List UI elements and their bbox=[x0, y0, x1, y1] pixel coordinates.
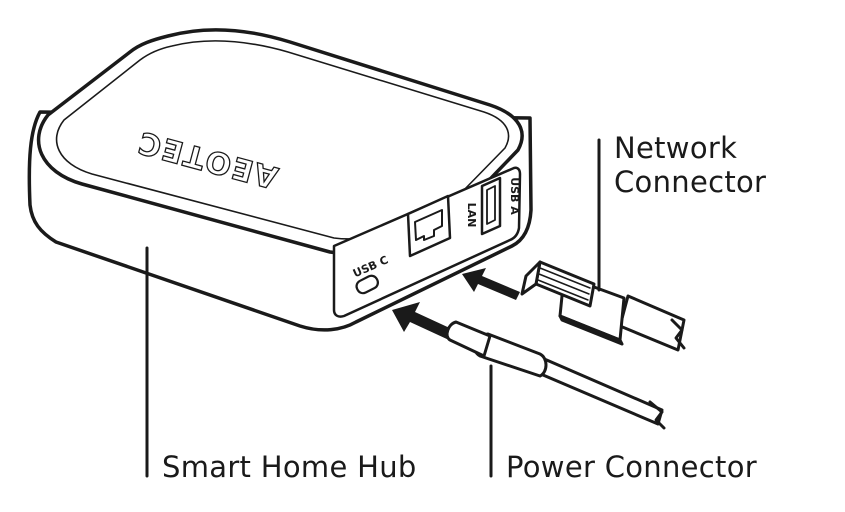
usb-a-port-label: USB A bbox=[508, 177, 521, 215]
power-connector-plug bbox=[445, 320, 666, 430]
lan-port-label: LAN bbox=[465, 203, 478, 228]
power-connector-label: Power Connector bbox=[506, 450, 757, 484]
network-arrow bbox=[462, 268, 520, 300]
smart-home-hub-label: Smart Home Hub bbox=[162, 450, 417, 484]
lan-port bbox=[406, 194, 452, 258]
network-connector-label: Network Connector bbox=[614, 131, 766, 199]
usb-c-port bbox=[355, 274, 380, 295]
power-arrow bbox=[392, 302, 454, 340]
network-connector-plug bbox=[520, 260, 686, 352]
usb-a-port bbox=[480, 176, 502, 236]
network-connector-label-line1: Network bbox=[614, 131, 738, 165]
network-connector-label-line2: Connector bbox=[614, 165, 767, 199]
